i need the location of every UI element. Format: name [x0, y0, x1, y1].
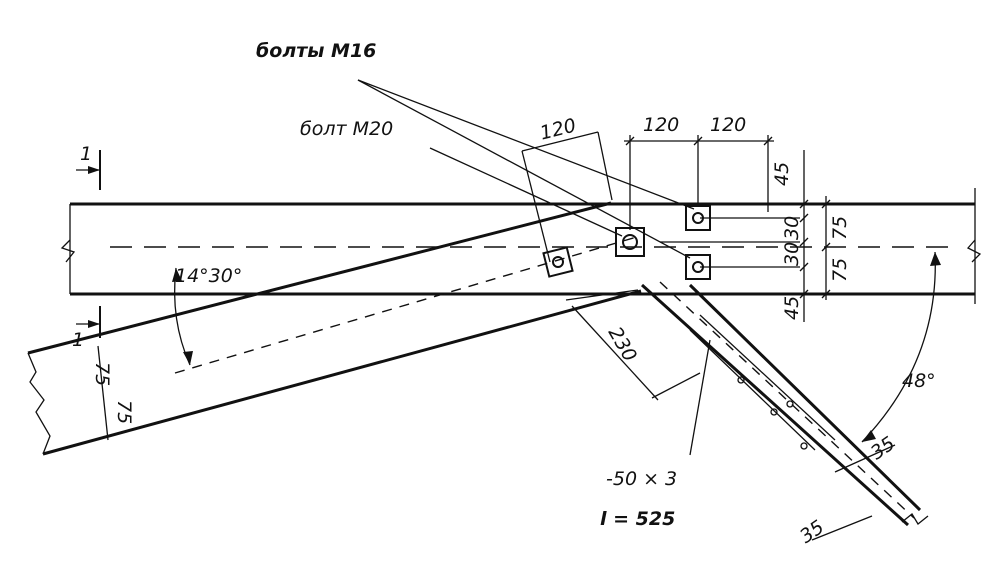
dim-35-b: 35: [796, 516, 828, 548]
diagonal-member: [640, 281, 929, 527]
dim-45-top: 45: [771, 162, 793, 186]
bolt-m20-label: болт М20: [300, 118, 393, 140]
dim-120-top-a: 120: [643, 114, 679, 136]
dim-75-inclined-lines: [97, 345, 109, 441]
section-cut-marks: 1 1: [72, 143, 101, 351]
dim-35-lines: [811, 444, 896, 541]
plate-label: -50 × 3: [606, 468, 677, 490]
leader-lines: [357, 79, 711, 456]
angle-arc-48: [861, 251, 941, 443]
dim-75-b: 75: [829, 258, 851, 282]
dim-120-rotated: [521, 131, 613, 263]
dim-45-bottom: 45: [781, 296, 803, 320]
top-dimensions: [624, 135, 774, 230]
dim-120-top-b: 120: [710, 114, 746, 136]
section-mark-top: 1: [80, 143, 92, 165]
dim-120-left: 120: [538, 114, 579, 144]
dim-75-diag-a: 75: [91, 362, 113, 386]
length-label: l = 525: [600, 508, 675, 530]
bolt-m20: [615, 227, 645, 257]
angle-arc-14-30: [172, 267, 193, 366]
dim-30-b: 30: [781, 242, 803, 266]
angle-14-30: 14°30°: [175, 265, 242, 287]
dim-230: 230: [604, 323, 641, 365]
angle-48: 48°: [902, 370, 936, 392]
dim-30-a: 30: [781, 216, 803, 240]
dim-75-a: 75: [829, 216, 851, 240]
plate-bolts: [737, 376, 808, 450]
dim-230-lines: [565, 289, 701, 401]
right-dimensions: [660, 150, 831, 322]
dim-75-diag-b: 75: [113, 400, 135, 424]
bolts-m16-label: болты М16: [256, 40, 376, 62]
bolt-m16-inclined: [542, 246, 574, 278]
